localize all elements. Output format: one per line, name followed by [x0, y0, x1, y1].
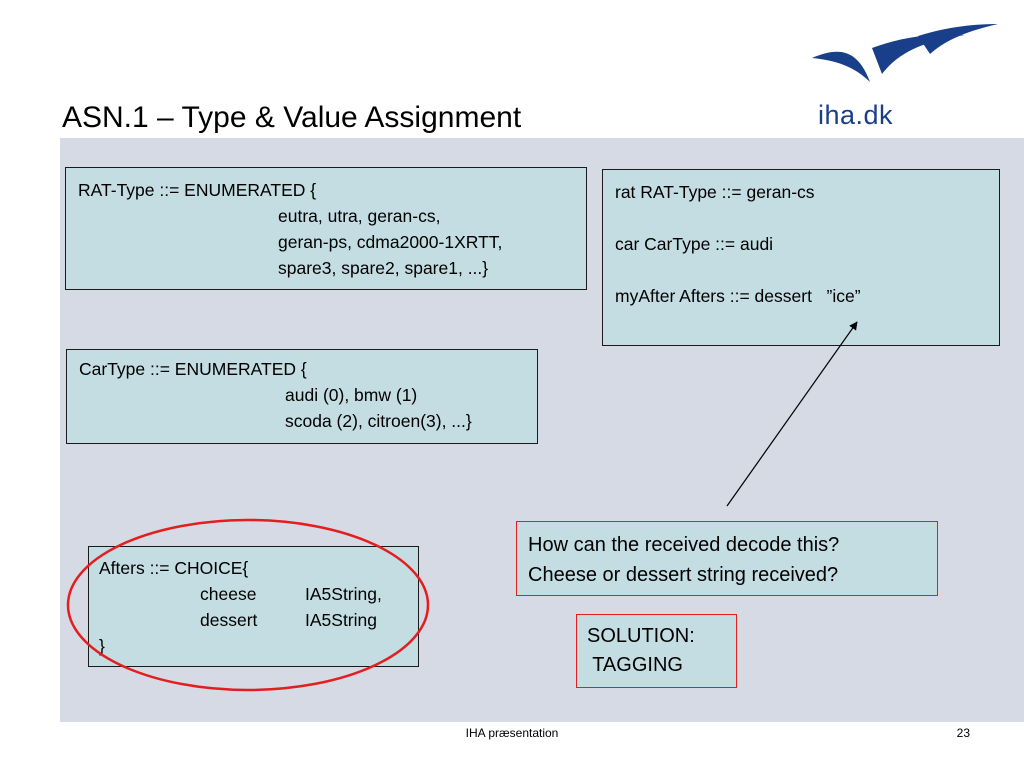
question-line-1: How can the received decode this? — [528, 534, 840, 556]
solution-line-1: SOLUTION: — [587, 625, 695, 647]
rat-type-line-2: eutra, utra, geran-cs, — [278, 206, 441, 226]
rat-type-line-1: RAT-Type ::= ENUMERATED { — [78, 180, 317, 200]
iha-logo-icon — [812, 24, 998, 82]
solution-callout-box: SOLUTION: TAGGING — [576, 614, 737, 688]
rat-type-definition-box: RAT-Type ::= ENUMERATED { eutra, utra, g… — [65, 167, 587, 290]
car-type-line-1: CarType ::= ENUMERATED { — [79, 359, 307, 379]
car-type-definition-box: CarType ::= ENUMERATED { audi (0), bmw (… — [66, 349, 538, 444]
afters-line-1: Afters ::= CHOICE{ — [99, 558, 249, 578]
slide-title: ASN.1 – Type & Value Assignment — [62, 101, 522, 134]
afters-definition-box: Afters ::= CHOICE{ cheese IA5String, dess… — [88, 546, 419, 667]
rat-type-line-3: geran-ps, cdma2000-1XRTT, — [278, 232, 503, 252]
rat-type-line-4: spare3, spare2, spare1, ...} — [278, 258, 489, 278]
value-assignment-box: rat RAT-Type ::= geran-cs car CarType ::… — [602, 169, 1000, 346]
footer-presentation-name: IHA præsentation — [465, 726, 559, 740]
afters-close-brace: } — [99, 636, 105, 656]
afters-cheese-type: IA5String, — [305, 584, 382, 604]
question-line-2: Cheese or dessert string received? — [528, 564, 839, 586]
question-callout-box: How can the received decode this? Cheese… — [516, 521, 938, 596]
afters-cheese-name: cheese — [200, 584, 257, 604]
afters-cheese-line: cheese IA5String, — [99, 581, 418, 607]
car-type-line-3: scoda (2), citroen(3), ...} — [285, 411, 472, 431]
footer-page-number: 23 — [956, 726, 970, 740]
afters-dessert-line: dessert IA5String — [99, 607, 418, 633]
logo-text: iha.dk — [818, 100, 894, 130]
solution-line-2: TAGGING — [587, 654, 683, 676]
value-line-rat: rat RAT-Type ::= geran-cs — [615, 182, 815, 202]
value-line-car: car CarType ::= audi — [615, 234, 774, 254]
value-line-myafter: myAfter Afters ::= dessert ”ice” — [615, 286, 861, 306]
afters-dessert-name: dessert — [200, 610, 258, 630]
car-type-line-2: audi (0), bmw (1) — [285, 385, 418, 405]
afters-dessert-type: IA5String — [305, 610, 377, 630]
